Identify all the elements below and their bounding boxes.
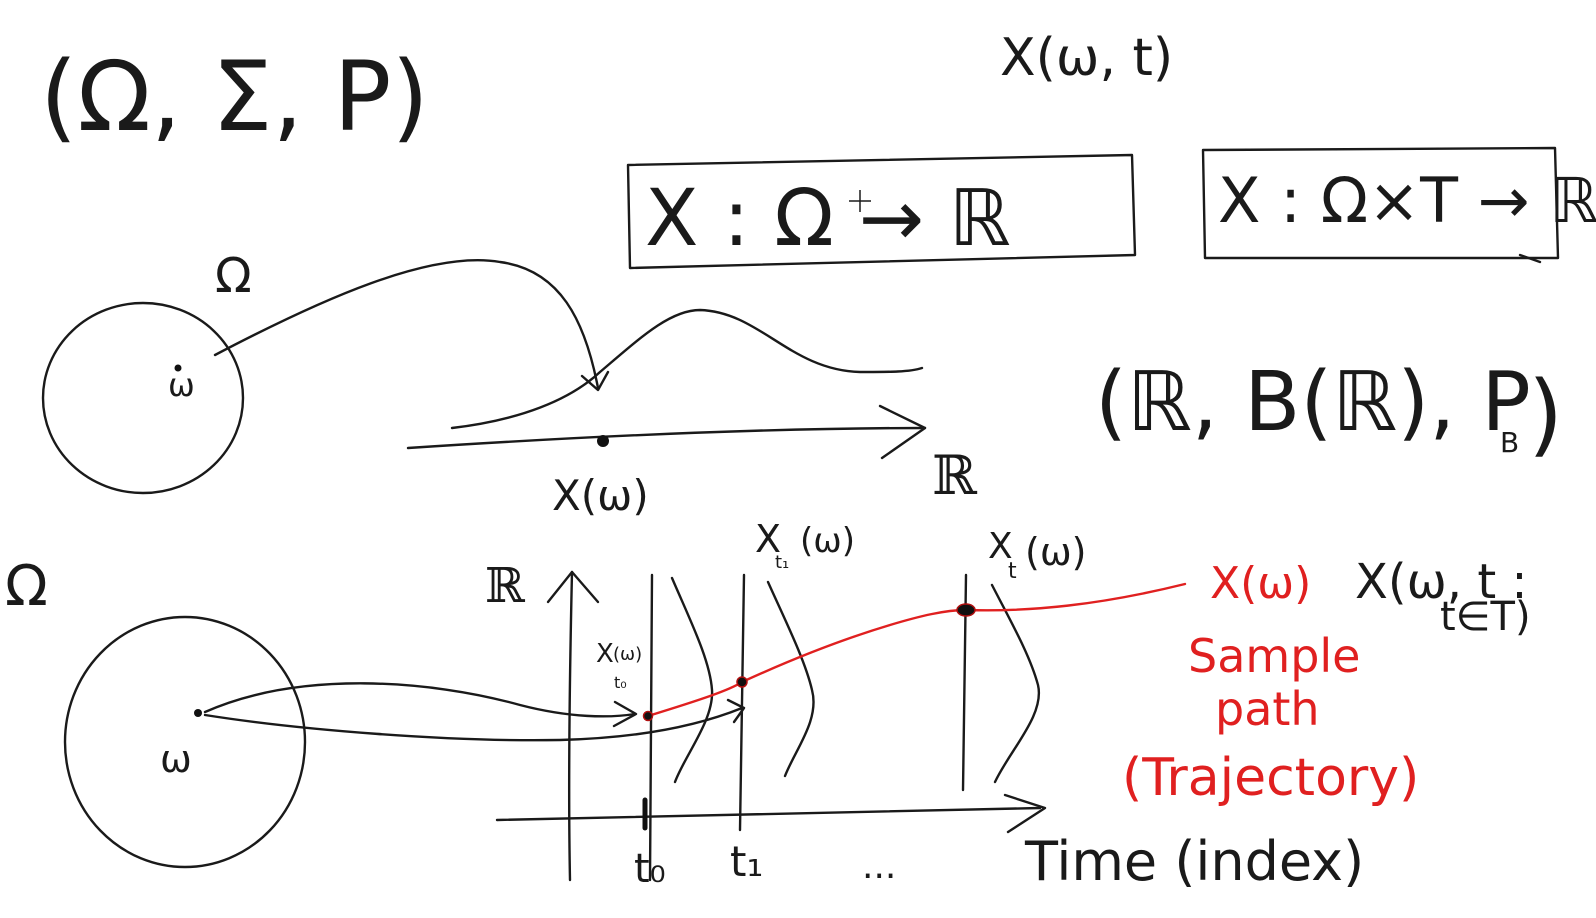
- x-t1-sub: t₁: [775, 552, 789, 573]
- x-omega-point-dot: [597, 435, 609, 447]
- tick-label-t0: t₀: [634, 846, 666, 892]
- sample-path-curve: [642, 582, 1187, 722]
- probability-space-tuple: (Ω, Σ, P): [40, 41, 429, 153]
- label-x-t0: X (ω) t₀: [596, 639, 642, 692]
- borel-measure-space: (ℝ, B(ℝ), P B ): [1095, 355, 1563, 467]
- time-slice-labels: X (ω) t₀ X t₁ (ω) X t (ω): [596, 517, 1086, 692]
- process-box-tail: [1518, 253, 1542, 264]
- borel-close-paren: ): [1528, 362, 1563, 467]
- real-axis-line: [406, 426, 927, 450]
- cursor-crosshair-icon: [849, 190, 871, 212]
- density-curve-path: [450, 308, 924, 430]
- rv-box-outline: [626, 153, 1137, 270]
- omega-label-bottom: Ω: [5, 554, 48, 619]
- x-t1-letter: X: [755, 517, 781, 561]
- process-definition-text: X : Ω×T → ℝ: [1218, 164, 1596, 237]
- density-curve-t1: [766, 580, 815, 778]
- omega-label-middle: Ω: [215, 248, 252, 304]
- process-notation-top: X(ω, t): [1000, 28, 1173, 88]
- omega-point-dot-bottom: [194, 709, 202, 717]
- sample-space-circle-middle: [41, 301, 245, 495]
- sample-path-notation: X(ω): [1210, 558, 1311, 609]
- sample-path-label-line1: Sample: [1188, 629, 1360, 683]
- x-t-arg: (ω): [1025, 530, 1086, 574]
- vertical-axis-line: [567, 570, 574, 882]
- trajectory-label: (Trajectory): [1122, 748, 1419, 808]
- borel-subscript: B: [1500, 426, 1519, 459]
- vertical-real-axis-bottom: ℝ: [485, 558, 600, 882]
- omega-point-label-bottom: ω: [160, 737, 192, 781]
- x-omega-label: X(ω): [552, 471, 649, 520]
- vertical-axis-arrowhead: [546, 570, 600, 604]
- vertical-axis-label: ℝ: [485, 558, 525, 614]
- random-variable-definition-box: X : Ω → ℝ: [626, 153, 1137, 270]
- sample-path-annotations: X(ω) X(ω, t : t∈T) Sample path (Trajecto…: [1122, 554, 1531, 808]
- mapping-arrows-bottom: [203, 682, 746, 742]
- label-x-t1: X t₁ (ω): [755, 517, 855, 573]
- borel-space-text: (ℝ, B(ℝ), P: [1095, 355, 1531, 450]
- mapping-arrowhead-t0: [612, 700, 638, 728]
- ellipsis-label: ...: [862, 846, 896, 887]
- mapping-arrowhead-middle: [580, 370, 610, 392]
- sample-space-circle-bottom: [63, 615, 307, 869]
- x-t1-arg: (ω): [800, 521, 855, 561]
- process-box-outline: [1201, 146, 1560, 260]
- stochastic-process-definition-box: X : Ω×T → ℝ: [1201, 146, 1596, 264]
- x-t0-letter: X: [596, 639, 614, 669]
- x-t-letter: X: [988, 526, 1013, 567]
- marginal-density-curves: [670, 576, 1041, 784]
- x-t0-arg: (ω): [613, 644, 642, 665]
- density-curve-t: [990, 583, 1041, 784]
- time-axis-bottom: t₀ t₁ ... Time (index): [495, 793, 1364, 893]
- sample-path-label-line2: path: [1215, 682, 1320, 736]
- real-axis-label: ℝ: [932, 444, 978, 507]
- real-axis-arrowhead: [878, 404, 927, 460]
- probability-space-text: (Ω, Σ, P): [40, 41, 429, 153]
- mapping-curve-middle: [213, 259, 600, 390]
- rv-definition-text: X : Ω → ℝ: [645, 174, 1011, 264]
- sample-path-point-t0: [642, 710, 654, 722]
- sample-path-point-t1: [736, 676, 748, 688]
- sample-path-point-t: [956, 603, 976, 617]
- omega-point-label-middle: ω: [168, 366, 195, 404]
- process-notation-line1: X(ω, t :: [1355, 554, 1528, 610]
- x-t0-sub: t₀: [614, 673, 627, 692]
- label-x-t: X t (ω): [988, 526, 1086, 584]
- sample-space-diagram-middle: Ω ω: [41, 248, 252, 495]
- x-t-sub: t: [1008, 559, 1017, 584]
- mapping-curve-to-t0: [203, 682, 637, 718]
- real-axis-middle: X(ω) ℝ: [406, 404, 978, 520]
- tick-label-t1: t₁: [730, 837, 763, 886]
- density-curve-t0: [670, 576, 714, 784]
- mapping-arrowhead-t1: [726, 698, 746, 724]
- time-slice-t1-line: [738, 573, 746, 832]
- process-notation-line2: t∈T): [1440, 594, 1531, 640]
- mapping-arrow-middle: [213, 259, 610, 392]
- process-notation-text: X(ω, t): [1000, 28, 1173, 88]
- time-axis-line: [495, 806, 1042, 822]
- density-curve-middle: [450, 308, 924, 430]
- omega-point-dot-middle: [174, 364, 182, 372]
- mapping-curve-to-t1: [203, 706, 744, 742]
- time-axis-arrowhead: [1003, 793, 1047, 834]
- time-slice-t0-line: [648, 573, 654, 882]
- sample-space-diagram-bottom: Ω ω: [5, 554, 307, 869]
- time-axis-label: Time (index): [1024, 830, 1364, 893]
- sample-path-red-line: [646, 582, 1187, 718]
